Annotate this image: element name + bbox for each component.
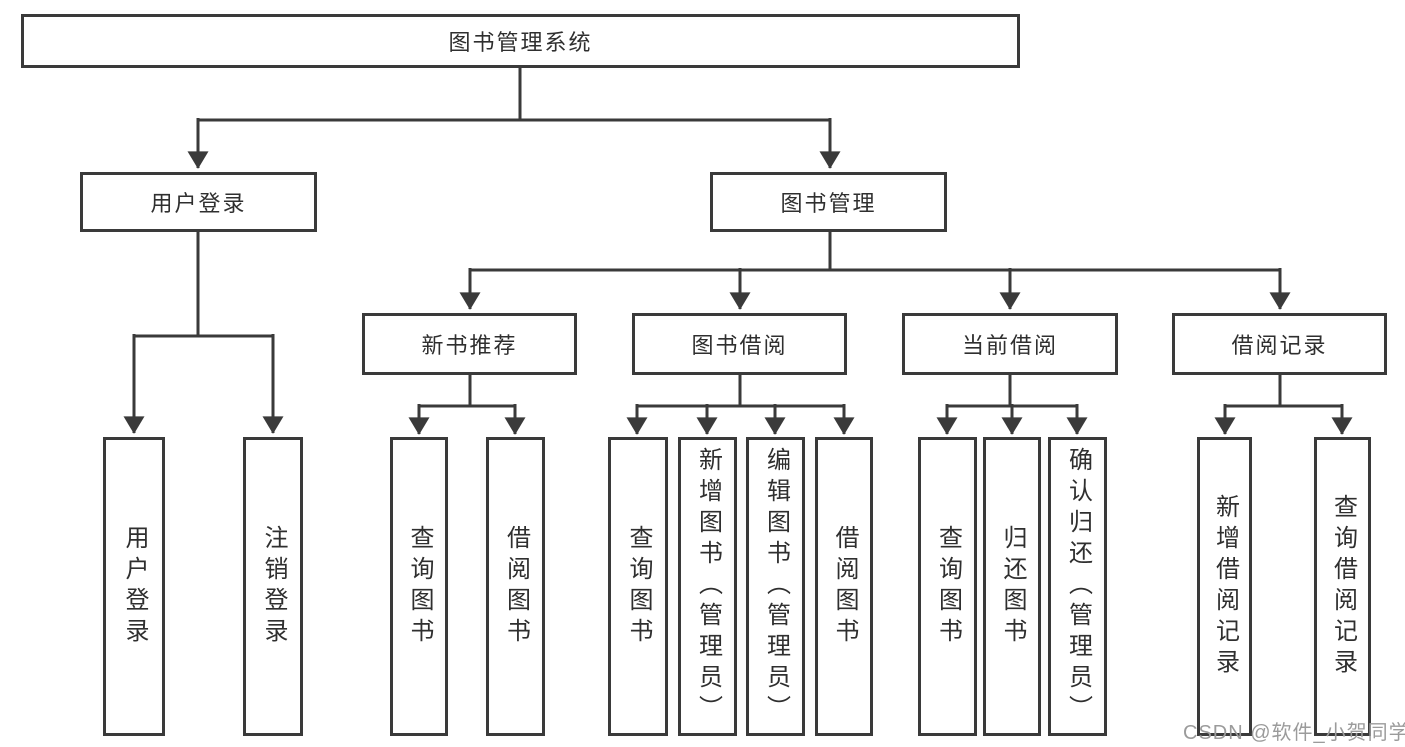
node-label: 注销登录	[260, 524, 287, 649]
leaf-add-books-admin: 新增图书（管理员）	[678, 437, 737, 736]
leaf-return-books: 归还图书	[983, 437, 1041, 736]
node-label: 借阅记录	[1231, 333, 1328, 358]
leaf-logout: 注销登录	[243, 437, 303, 736]
leaf-confirm-return-admin: 确认归还（管理员）	[1048, 437, 1107, 736]
leaf-user-login: 用户登录	[103, 437, 165, 736]
node-book-borrow: 图书借阅	[632, 313, 847, 375]
node-label: 查询图书	[934, 524, 962, 649]
leaf-borrow-books-recommend: 借阅图书	[486, 437, 545, 736]
leaf-query-books-recommend: 查询图书	[390, 437, 448, 736]
leaf-query-books-borrow: 查询图书	[608, 437, 668, 736]
node-label: 当前借阅	[961, 333, 1058, 358]
csdn-watermark: CSDN @软件_小贺同学	[1183, 722, 1405, 744]
node-label: 图书管理	[780, 191, 877, 216]
node-current-borrow: 当前借阅	[902, 313, 1118, 375]
node-book-management: 图书管理	[710, 172, 947, 232]
node-label: 查询图书	[406, 524, 433, 649]
node-borrow-records: 借阅记录	[1172, 313, 1387, 375]
leaf-query-books-current: 查询图书	[918, 437, 977, 736]
node-label: 图书管理系统	[448, 30, 593, 55]
node-label: 查询借阅记录	[1329, 493, 1357, 680]
leaf-edit-books-admin: 编辑图书（管理员）	[746, 437, 805, 736]
leaf-borrow-books: 借阅图书	[815, 437, 873, 736]
node-label: 新书推荐	[421, 333, 518, 358]
node-label: 新增图书（管理员）	[694, 447, 722, 726]
node-label: 编辑图书（管理员）	[762, 447, 790, 726]
node-label: 用户登录	[121, 524, 148, 649]
node-user-login-branch: 用户登录	[80, 172, 317, 232]
node-label: 借阅图书	[502, 524, 530, 649]
node-label: 查询图书	[625, 524, 652, 649]
node-label: 图书借阅	[691, 333, 788, 358]
node-label: 新增借阅记录	[1211, 493, 1239, 680]
node-label: 确认归还（管理员）	[1064, 447, 1092, 726]
node-root-system: 图书管理系统	[21, 14, 1020, 68]
leaf-query-borrow-record: 查询借阅记录	[1314, 437, 1371, 736]
node-label: 借阅图书	[831, 524, 858, 649]
node-label: 归还图书	[999, 524, 1026, 649]
leaf-add-borrow-record: 新增借阅记录	[1197, 437, 1252, 736]
node-new-book-recommend: 新书推荐	[362, 313, 577, 375]
node-label: 用户登录	[150, 191, 247, 216]
